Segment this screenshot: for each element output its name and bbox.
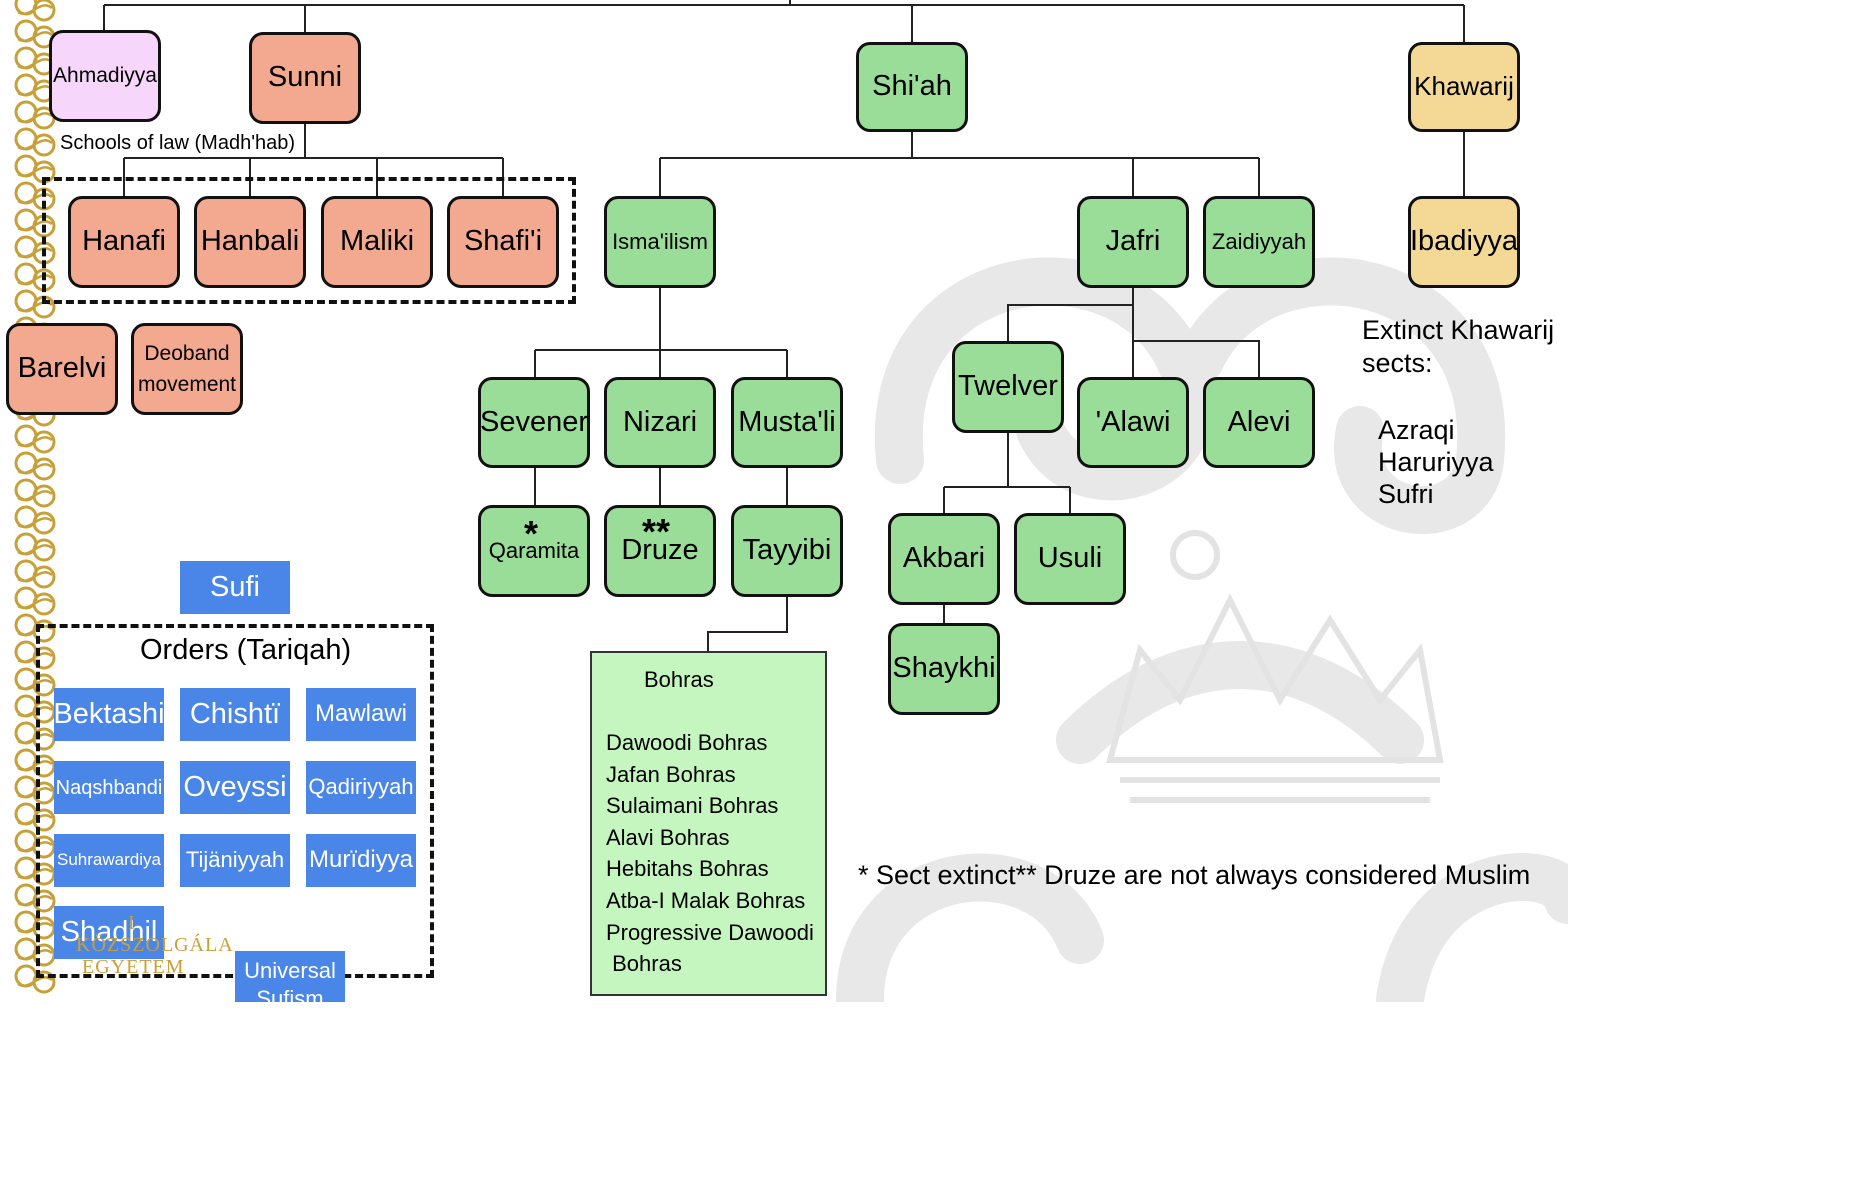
- bohras-item: Bohras: [606, 948, 825, 980]
- bohras-list: Dawoodi Bohras Jafan Bohras Sulaimani Bo…: [606, 727, 825, 980]
- university-watermark: I KÖZSZOLGÁLA EGYETEM: [76, 912, 234, 978]
- extinct-mark-druze: **: [642, 514, 670, 550]
- university-line-3: EGYETEM: [76, 956, 234, 978]
- node-tayyibi[interactable]: Tayyibi: [731, 505, 843, 597]
- sufi-order-qadiriyyah[interactable]: Qadiriyyah: [306, 761, 416, 814]
- orders-label: Orders (Tariqah): [140, 634, 351, 667]
- extinct-sect-item: Azraqi: [1378, 414, 1494, 446]
- university-line-2: KÖZSZOLGÁLA: [76, 934, 234, 956]
- bohras-item: Hebitahs Bohras: [606, 853, 825, 885]
- extinct-sect-item: Sufri: [1378, 478, 1494, 510]
- bohras-title: Bohras: [644, 667, 825, 693]
- node-sevener[interactable]: Sevener: [478, 377, 590, 468]
- node-alevi[interactable]: Alevi: [1203, 377, 1315, 468]
- bohras-item: Dawoodi Bohras: [606, 727, 825, 759]
- sufi-order-suhrawardiya[interactable]: Suhrawardiya: [54, 834, 164, 887]
- node-shafii[interactable]: Shafi'i: [447, 196, 559, 288]
- bohras-item: Atba-I Malak Bohras: [606, 885, 825, 917]
- node-alawi[interactable]: 'Alawi: [1077, 377, 1189, 468]
- bohras-box: Bohras Dawoodi Bohras Jafan Bohras Sulai…: [590, 651, 827, 996]
- bohras-item: Alavi Bohras: [606, 822, 825, 854]
- footnote: * Sect extinct** Druze are not always co…: [858, 860, 1530, 891]
- extinct-sect-item: Haruriyya: [1378, 446, 1494, 478]
- sufi-order-chishti[interactable]: Chishtï: [180, 688, 290, 741]
- bohras-item: Sulaimani Bohras: [606, 790, 825, 822]
- sufi-title[interactable]: Sufi: [180, 561, 290, 614]
- node-mustali[interactable]: Musta'li: [731, 377, 843, 468]
- node-maliki[interactable]: Maliki: [321, 196, 433, 288]
- extinct-khawarij-list: Azraqi Haruriyya Sufri: [1378, 414, 1494, 510]
- node-akbari[interactable]: Akbari: [888, 513, 1000, 605]
- node-deoband[interactable]: Deoband movement: [131, 323, 243, 415]
- sufi-order-mawlawi[interactable]: Mawlawi: [306, 688, 416, 741]
- node-zaidiyyah[interactable]: Zaidiyyah: [1203, 196, 1315, 288]
- node-usuli[interactable]: Usuli: [1014, 513, 1126, 605]
- sufi-order-muridiyya[interactable]: Murïdiyya: [306, 834, 416, 887]
- sufi-order-tijaniyyah[interactable]: Tijäniyyah: [180, 834, 290, 887]
- node-ahmadiyya[interactable]: Ahmadiyya: [49, 30, 161, 122]
- node-barelvi[interactable]: Barelvi: [6, 323, 118, 415]
- node-deoband-label: Deoband movement: [134, 338, 240, 400]
- extinct-mark-qaramita: *: [524, 516, 538, 552]
- university-line-1: I: [76, 912, 234, 934]
- sufi-order-bektashi[interactable]: Bektashi: [54, 688, 164, 741]
- universal-sufism-label: Universal Sufism: [235, 957, 345, 1002]
- node-nizari[interactable]: Nizari: [604, 377, 716, 468]
- node-ismailism[interactable]: Isma'ilism: [604, 196, 716, 288]
- universal-sufism[interactable]: Universal Sufism: [235, 951, 345, 1002]
- node-shaykhi[interactable]: Shaykhi: [888, 623, 1000, 715]
- sufi-order-oveyssi[interactable]: Oveyssi: [180, 761, 290, 814]
- node-twelver[interactable]: Twelver: [952, 341, 1064, 433]
- sufi-order-naqshbandi[interactable]: Naqshbandi: [54, 761, 164, 814]
- node-shiah[interactable]: Shi'ah: [856, 42, 968, 132]
- bohras-item: Progressive Dawoodi: [606, 917, 825, 949]
- node-jafri[interactable]: Jafri: [1077, 196, 1189, 288]
- node-khawarij[interactable]: Khawarij: [1408, 42, 1520, 132]
- node-sunni[interactable]: Sunni: [249, 32, 361, 124]
- extinct-khawarij-title: Extinct Khawarij sects:: [1362, 314, 1562, 380]
- node-ibadiyya[interactable]: Ibadiyya: [1408, 196, 1520, 288]
- node-hanafi[interactable]: Hanafi: [68, 196, 180, 288]
- bohras-item: Jafan Bohras: [606, 759, 825, 791]
- schools-of-law-label: Schools of law (Madh'hab): [60, 132, 295, 155]
- node-hanbali[interactable]: Hanbali: [194, 196, 306, 288]
